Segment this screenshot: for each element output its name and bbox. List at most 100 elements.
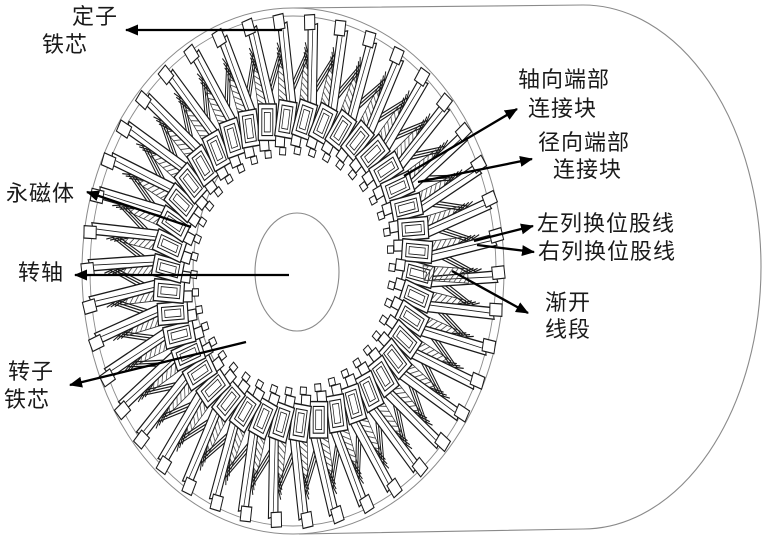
conductor-split-line — [164, 394, 203, 457]
conductor-split-line — [354, 418, 389, 484]
tooth-cap — [358, 493, 375, 515]
hairpin-end — [309, 400, 329, 439]
conductor-split-line — [188, 409, 219, 478]
end-connector-block-small — [388, 262, 396, 273]
end-connector-block-small — [190, 251, 199, 262]
tooth-cap — [330, 504, 345, 525]
right-column-transposed-strand-label: 右列换位股线 — [538, 239, 677, 264]
hairpin-end — [288, 402, 313, 444]
end-connector-block-small — [371, 329, 382, 342]
rotor-core-label: 铁芯 — [4, 387, 51, 412]
conductor-split-line — [197, 58, 232, 124]
end-connector-block-small — [195, 305, 204, 315]
coil-unit — [362, 337, 471, 426]
end-connector-block-small — [208, 336, 218, 348]
leader-arrow-rotor-core — [69, 340, 247, 388]
tooth-cap — [386, 477, 403, 499]
conductor-split-line — [115, 160, 175, 192]
tooth-cap — [241, 17, 256, 38]
end-connector-block-small — [204, 200, 215, 213]
end-connector-block-small — [217, 349, 228, 362]
end-connector-block — [394, 258, 406, 272]
conductor-split-line — [101, 310, 162, 338]
hairpin-end — [201, 128, 233, 173]
hairpin-end — [400, 237, 434, 265]
end-connector-block-small — [376, 210, 386, 221]
tooth-cap — [209, 493, 224, 513]
end-connector-block-small — [293, 145, 302, 156]
tooth-cap — [87, 333, 105, 353]
conductor-split-line — [172, 77, 215, 137]
tooth-cap — [100, 152, 117, 171]
conductor-split-line — [224, 43, 251, 115]
conductor-split-line — [420, 327, 482, 349]
conductor-split-line — [104, 193, 166, 215]
end-connector-block-small — [228, 361, 239, 374]
left-column-transposed-strand-label: 左列换位股线 — [537, 211, 676, 236]
end-connector-block-small — [335, 159, 345, 171]
shaft-bore — [254, 212, 340, 332]
conductor-split-line — [387, 389, 436, 441]
end-connector-block-small — [213, 185, 224, 198]
tooth-cap — [157, 64, 175, 86]
conductor-split-line — [371, 405, 414, 465]
end-connector-block-small — [362, 344, 373, 357]
conductor-split-line — [95, 286, 158, 302]
tooth-cap — [134, 89, 152, 111]
leader-arrow-left-column-transposed-strand — [473, 223, 534, 243]
end-connector-block-small — [236, 163, 246, 174]
conductor-split-line — [330, 36, 343, 113]
tooth-cap — [132, 429, 151, 450]
end-connector-block-small — [191, 288, 199, 297]
end-connector-block-small — [382, 227, 391, 237]
stator-core-label: 铁芯 — [42, 32, 89, 57]
leader-arrow-right-column-transposed-strand — [476, 243, 535, 256]
conductor-split-line — [295, 436, 304, 513]
end-connector-block-small — [200, 321, 210, 332]
end-connector-block-small — [269, 383, 279, 395]
end-connector-block-small — [321, 151, 332, 164]
tooth-cap — [115, 119, 133, 139]
hairpin-end — [156, 300, 190, 327]
hairpin-end — [366, 354, 400, 399]
conductor-split-line — [282, 29, 291, 106]
conductor-split-line — [397, 110, 443, 166]
tooth-cap — [98, 367, 117, 388]
hairpin-end — [324, 393, 349, 434]
hairpin-end — [389, 191, 425, 224]
end-connector-block-small — [327, 376, 337, 387]
hairpin-end — [161, 318, 197, 351]
tooth-cap — [303, 13, 316, 31]
end-connector-block-small — [241, 371, 251, 383]
conductor-split-line — [349, 47, 371, 121]
conductor-split-line — [272, 434, 276, 512]
conductor-split-line — [426, 304, 490, 314]
end-connector-block-small — [358, 180, 369, 193]
tooth-cap — [434, 431, 452, 453]
tooth-cap — [454, 121, 473, 142]
leader-arrow-radial-end-connector — [417, 155, 533, 184]
end-connector-block-small — [387, 245, 395, 254]
hairpin-end — [173, 161, 209, 205]
end-connector-block-small — [284, 386, 293, 397]
axial-end-connector-label: 轴向端部 — [518, 67, 611, 92]
end-connector-block-small — [197, 216, 208, 228]
end-connector-block-small — [192, 233, 203, 245]
tooth-cap — [489, 302, 503, 318]
tooth-cap — [333, 19, 347, 37]
end-connector-block-small — [279, 146, 287, 156]
hairpin-end — [257, 103, 277, 142]
tooth-cap — [113, 400, 132, 421]
coil-unit — [183, 43, 259, 166]
conductor-split-line — [253, 33, 271, 109]
tooth-cap — [239, 505, 253, 523]
hairpin-end — [339, 382, 368, 426]
tooth-cap — [83, 224, 97, 240]
axial-end-connector-label: 连接块 — [528, 96, 598, 121]
tooth-cap — [81, 298, 98, 316]
coil-unit — [327, 376, 403, 499]
involute-segment-label: 线段 — [545, 317, 592, 342]
end-connector-block-small — [224, 173, 234, 185]
